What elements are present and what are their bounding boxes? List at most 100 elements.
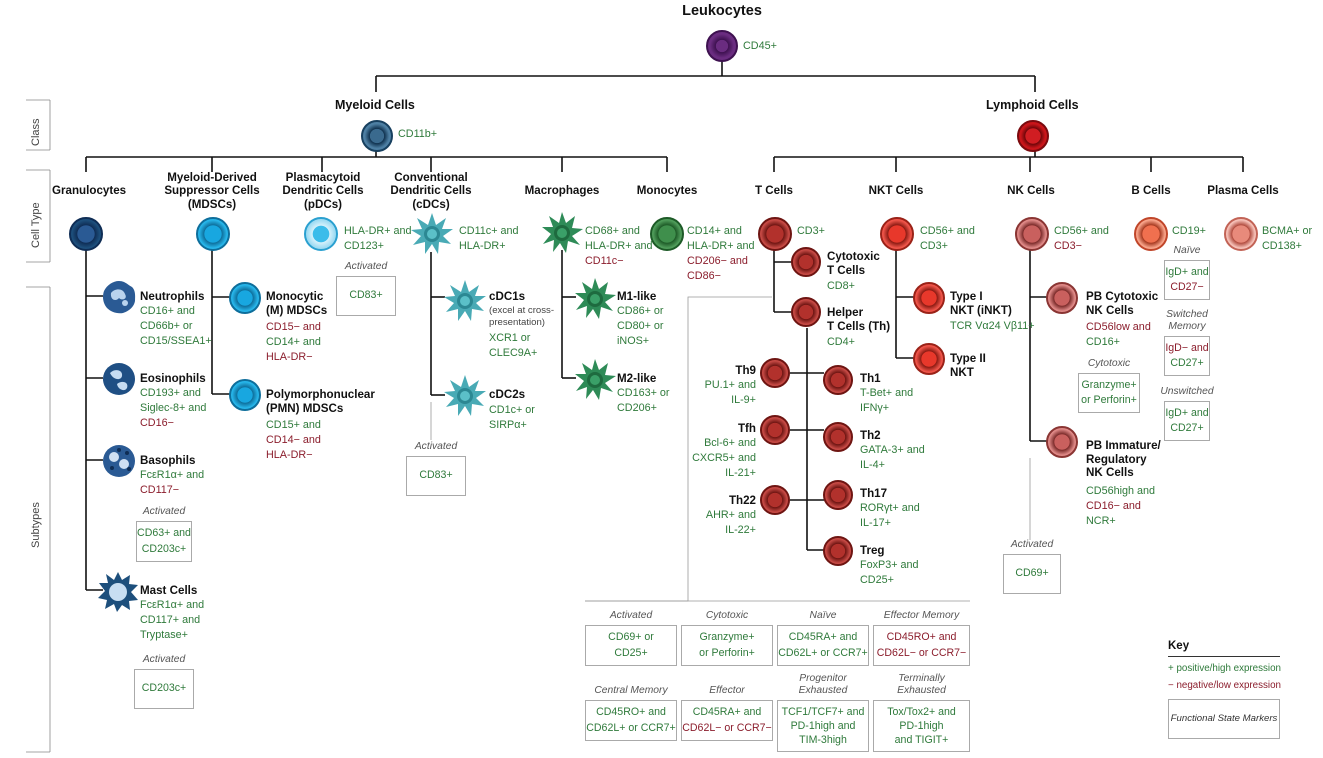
cdc1-icon [444,280,486,321]
bcell-icon [1134,217,1168,251]
key-functional-state-box: Functional State Markers [1168,699,1280,739]
page-title: Leukocytes [682,3,762,19]
b-naive-label: Naïve [1173,245,1201,256]
mdsc-cell-icon [196,217,230,251]
fsm-cytotoxic-label: Cytotoxic [705,610,749,621]
header-monocytes: Monocytes [636,184,698,197]
th22-label: Th22 [728,494,756,507]
th17-icon [823,480,853,510]
helper-tcell-icon [791,297,821,327]
plasma-cell-icon [1224,217,1258,251]
neutrophil-icon [103,281,136,314]
key-negative: − negative/low expression [1168,680,1282,691]
tfh-label: Tfh [737,422,756,435]
b-switched-label: Switched Memory [1166,309,1208,333]
class-myeloid-label: Myeloid Cells [335,98,415,112]
th22-icon [760,485,790,515]
key-title: Key [1168,640,1190,652]
pdc-activated-label: Activated [344,261,388,272]
fsm-cytotoxic-box: Granzyme+or Perforin+ [681,625,773,666]
helper-tcell-marker: CD4+ [827,336,855,348]
header-macrophages: Macrophages [524,184,600,197]
side-label-cell-type: Cell Type [30,202,42,248]
pmn-mdsc-label: Polymorphonuclear(PMN) MDSCs [266,388,375,415]
mast-cell-icon [98,572,138,612]
eosinophils-label: Eosinophils [140,372,206,385]
pmn-mdsc-icon [229,379,261,411]
m-mdsc-label: Monocytic(M) MDSCs [266,290,328,317]
th1-icon [823,365,853,395]
th17-label: Th17 [860,487,888,500]
side-label-class: Class [30,118,42,146]
th2-icon [823,422,853,452]
key-divider [1168,656,1280,657]
type2-nkt-icon [913,343,945,375]
th9-label: Th9 [735,364,756,377]
mast-cells-label: Mast Cells [140,584,198,597]
mast-activated-label: Activated [142,654,186,665]
fsm-effector-memory-label: Effector Memory [883,610,960,621]
side-label-subtypes: Subtypes [30,502,42,548]
th1-label: Th1 [860,372,881,385]
th9-icon [760,358,790,388]
monocyte-cell-icon [650,217,684,251]
fsm-activated-label: Activated [609,610,653,621]
m-mdsc-icon [229,282,261,314]
header-granulocytes: Granulocytes [52,184,127,197]
macrophage-cell-icon [542,212,583,253]
bcell-markers: CD19+ [1172,225,1206,237]
m1-label: M1-like [617,290,657,303]
class-lymphoid-label: Lymphoid Cells [986,98,1079,112]
lymphoid-cell-icon [1017,120,1049,152]
myeloid-marker: CD11b+ [398,128,438,140]
cdc2-icon [444,375,486,416]
myeloid-cell-icon [361,120,393,152]
type1-nkt-marker: TCR Vα24 Vβ11+ [950,320,1035,332]
treg-icon [823,536,853,566]
fsm-terminally-exhausted-label: Terminally Exhausted [897,673,946,696]
cdc-activated-label: Activated [414,441,458,452]
fsm-naive-label: Naïve [809,610,837,621]
nk-cell-icon [1015,217,1049,251]
header-tcells: T Cells [754,184,793,197]
basophil-icon [103,445,135,477]
m2-macrophage-icon [575,359,616,400]
header-bcells: B Cells [1131,184,1171,197]
fsm-effector-label: Effector [709,685,745,696]
header-nkt: NKT Cells [868,184,924,197]
th2-label: Th2 [860,429,881,442]
